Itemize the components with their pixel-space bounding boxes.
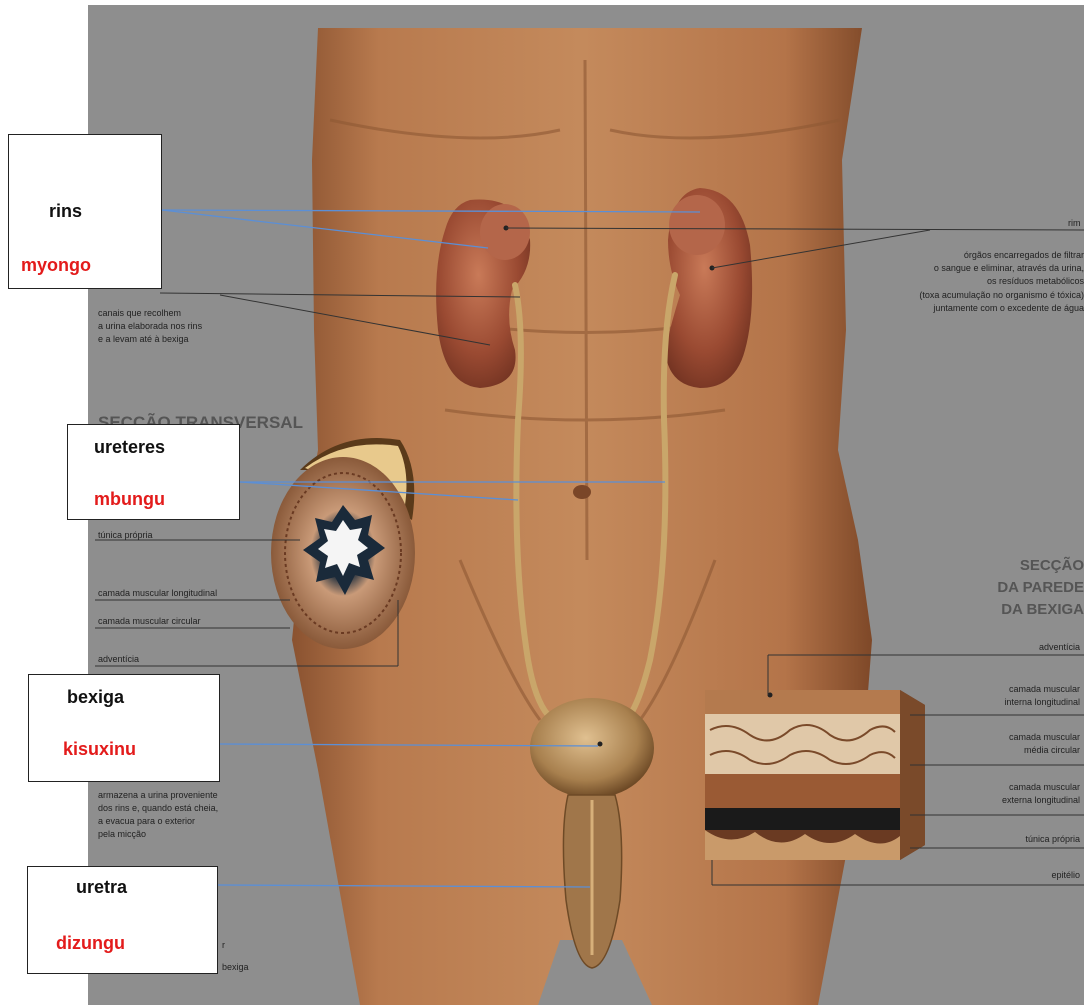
svg-text:a urina elaborada nos rins: a urina elaborada nos rins	[98, 321, 203, 331]
svg-text:externa longitudinal: externa longitudinal	[1002, 795, 1080, 805]
svg-text:DA PAREDE: DA PAREDE	[997, 579, 1084, 596]
svg-text:(toxa acumulação no organismo: (toxa acumulação no organismo é tóxica)	[919, 290, 1084, 300]
svg-text:adventícia: adventícia	[1039, 642, 1080, 652]
svg-text:DA BEXIGA: DA BEXIGA	[1001, 601, 1084, 618]
svg-text:e a levam até à bexiga: e a levam até à bexiga	[98, 334, 189, 344]
svg-text:camada muscular longitudinal: camada muscular longitudinal	[98, 588, 217, 598]
svg-text:túnica própria: túnica própria	[1025, 834, 1080, 844]
label-translation-myongo: myongo	[21, 255, 91, 276]
label-term-bexiga: bexiga	[67, 687, 124, 708]
svg-text:camada muscular circular: camada muscular circular	[98, 616, 201, 626]
svg-text:média circular: média circular	[1024, 745, 1080, 755]
svg-text:juntamente com o excedente de: juntamente com o excedente de água	[932, 303, 1084, 313]
right-kidney	[665, 188, 752, 388]
svg-text:epitélio: epitélio	[1051, 870, 1080, 880]
svg-text:SECÇÃO: SECÇÃO	[1020, 556, 1084, 574]
rim-caption: rim	[1068, 218, 1081, 228]
label-box-bexiga: bexiga kisuxinu	[28, 674, 220, 782]
bladder-wall-section	[705, 690, 925, 860]
navel	[573, 485, 591, 499]
svg-text:os resíduos metabólicos: os resíduos metabólicos	[987, 276, 1084, 286]
label-translation-dizungu: dizungu	[56, 933, 125, 954]
label-box-uretra: uretra dizungu	[27, 866, 218, 974]
label-term-ureteres: ureteres	[94, 437, 165, 458]
svg-text:pela micção: pela micção	[98, 829, 146, 839]
svg-text:adventícia: adventícia	[98, 654, 139, 664]
label-term-uretra: uretra	[76, 877, 127, 898]
svg-text:a evacua para o exterior: a evacua para o exterior	[98, 816, 195, 826]
label-translation-kisuxinu: kisuxinu	[63, 739, 136, 760]
label-box-ureteres: ureteres mbungu	[67, 424, 240, 520]
label-term-rins: rins	[49, 201, 82, 222]
svg-text:r: r	[222, 940, 225, 950]
svg-text:órgãos encarregados de filtrar: órgãos encarregados de filtrar	[964, 250, 1084, 260]
bladder	[530, 698, 654, 798]
svg-text:camada muscular: camada muscular	[1009, 782, 1080, 792]
svg-text:dos rins e, quando está cheia,: dos rins e, quando está cheia,	[98, 803, 218, 813]
svg-text:bexiga: bexiga	[222, 962, 249, 972]
label-box-rins: rins myongo	[8, 134, 162, 289]
svg-text:armazena a urina proveniente: armazena a urina proveniente	[98, 790, 218, 800]
svg-text:interna longitudinal: interna longitudinal	[1004, 697, 1080, 707]
svg-text:camada muscular: camada muscular	[1009, 732, 1080, 742]
svg-text:túnica própria: túnica própria	[98, 530, 153, 540]
svg-text:o sangue e eliminar, através d: o sangue e eliminar, através da urina,	[934, 263, 1084, 273]
svg-text:camada muscular: camada muscular	[1009, 684, 1080, 694]
label-translation-mbungu: mbungu	[94, 489, 165, 510]
svg-text:canais que recolhem: canais que recolhem	[98, 308, 181, 318]
